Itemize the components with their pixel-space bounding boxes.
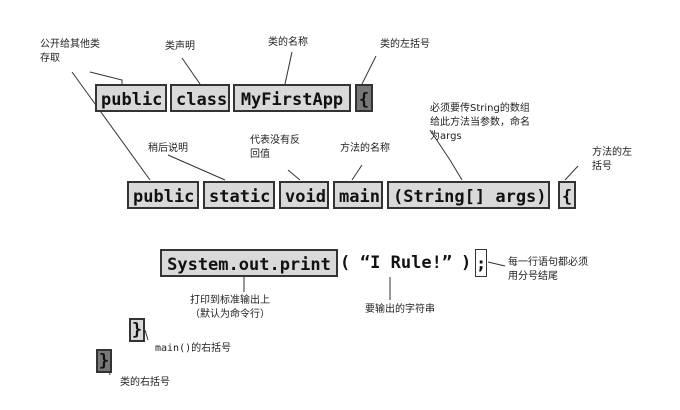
code-method-open-brace: { bbox=[558, 181, 576, 209]
code-string: “I Rule!” bbox=[359, 253, 453, 273]
annotation-class-decl: 类声明 bbox=[165, 41, 195, 52]
annotation-method-name: 方法的名称 bbox=[340, 143, 390, 154]
annotation-static: 稍后说明 bbox=[148, 143, 188, 154]
annotation-print: 打印到标准输出上 （默认为命令行） bbox=[190, 295, 270, 320]
code-paren-open: ( bbox=[340, 253, 351, 273]
leader-static bbox=[167, 154, 226, 181]
annotation-main-close: main()的右括号 bbox=[155, 343, 232, 354]
annotation-public-access: 公开给其他类 存取 bbox=[40, 39, 100, 64]
code-main: main bbox=[333, 181, 383, 209]
code-semicolon: ; bbox=[475, 249, 487, 277]
code-class: class bbox=[170, 84, 230, 112]
code-class-close-brace: } bbox=[96, 349, 112, 373]
annotation-semicolon: 每一行语句都必须 用分号结尾 bbox=[508, 257, 588, 282]
code-print: System.out.print bbox=[160, 249, 338, 277]
leader-class-decl bbox=[181, 57, 201, 85]
leader-void bbox=[287, 169, 301, 181]
code-class-name: MyFirstApp bbox=[233, 84, 351, 112]
leader-method-open bbox=[564, 165, 579, 181]
leader-args bbox=[429, 129, 463, 181]
annotation-string-args: 必须要传String的数组 给此方法当参数，命名 为args bbox=[430, 103, 530, 142]
annotation-class-close: 类的右括号 bbox=[120, 377, 170, 388]
annotation-void: 代表没有反 回值 bbox=[250, 135, 300, 160]
leader-class-open bbox=[361, 55, 377, 85]
annotation-class-name: 类的名称 bbox=[268, 37, 308, 48]
code-main-close-brace: } bbox=[129, 318, 145, 342]
code-args: (String[] args) bbox=[387, 181, 550, 209]
leader-semicolon bbox=[487, 261, 506, 267]
leader-main-close bbox=[144, 329, 149, 341]
code-paren-close: ) bbox=[461, 253, 472, 273]
code-void: void bbox=[279, 181, 329, 209]
leader-main bbox=[351, 164, 363, 181]
annotation-class-open: 类的左括号 bbox=[380, 39, 430, 50]
leader-public-access bbox=[89, 71, 123, 84]
annotation-method-open: 方法的左 括号 bbox=[592, 147, 632, 172]
code-public-1: public bbox=[95, 84, 167, 112]
code-static: static bbox=[203, 181, 275, 209]
leader-class-name bbox=[284, 51, 293, 85]
annotation-string: 要输出的字符串 bbox=[365, 304, 435, 315]
code-class-open-brace: { bbox=[355, 84, 373, 112]
code-public-2: public bbox=[127, 181, 199, 209]
leader-public-to-line2 bbox=[71, 71, 151, 181]
